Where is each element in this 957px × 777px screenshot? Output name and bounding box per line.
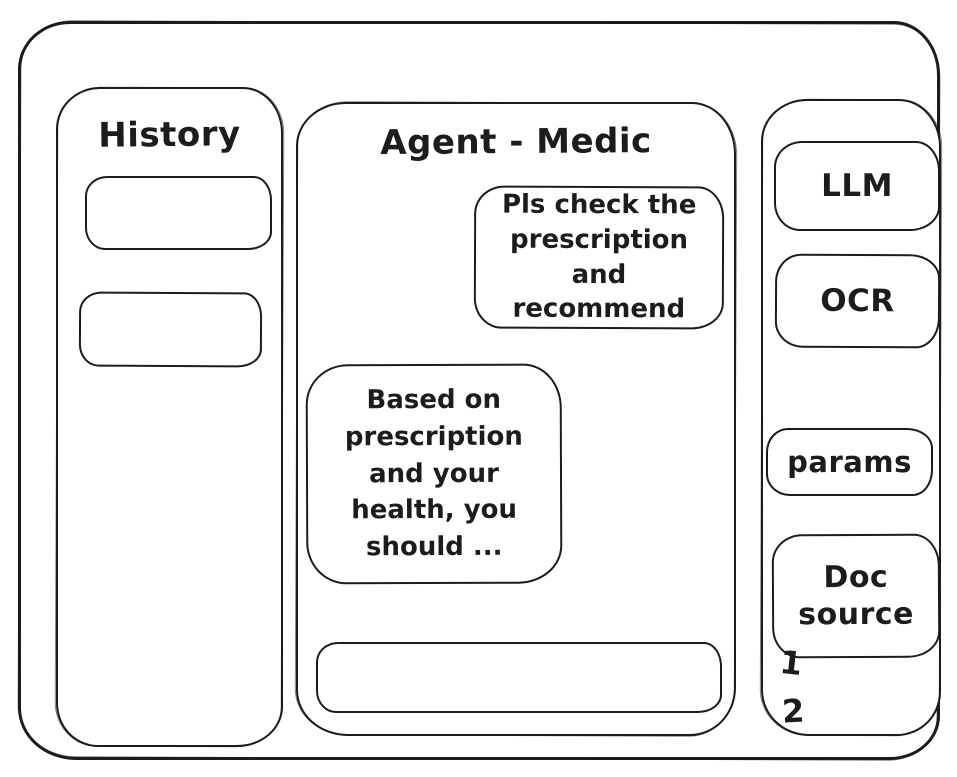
llm-button[interactable]: LLM [774, 141, 940, 231]
ocr-button[interactable]: OCR [774, 253, 941, 349]
chat-input[interactable] [316, 642, 722, 713]
history-item[interactable] [78, 291, 263, 368]
doc-source-button[interactable]: Doc source [771, 533, 941, 659]
assistant-message-bubble: Based on prescription and your health, y… [305, 363, 563, 585]
doc-source-item-1[interactable]: 1 [778, 642, 805, 684]
params-button[interactable]: params [766, 428, 933, 496]
chat-panel: Agent - Medic Pls check the prescription… [296, 102, 736, 736]
doc-source-item-2[interactable]: 2 [781, 691, 806, 731]
history-title: History [98, 114, 241, 156]
tools-panel: LLM OCR params Doc source 1 2 [761, 99, 941, 736]
user-message-bubble: Pls check the prescription and recommend [473, 185, 725, 330]
history-item[interactable] [85, 176, 272, 250]
app-frame: History Agent - Medic Pls check the pres… [18, 21, 941, 760]
history-panel: History [56, 87, 283, 747]
chat-title: Agent - Medic [380, 121, 652, 163]
